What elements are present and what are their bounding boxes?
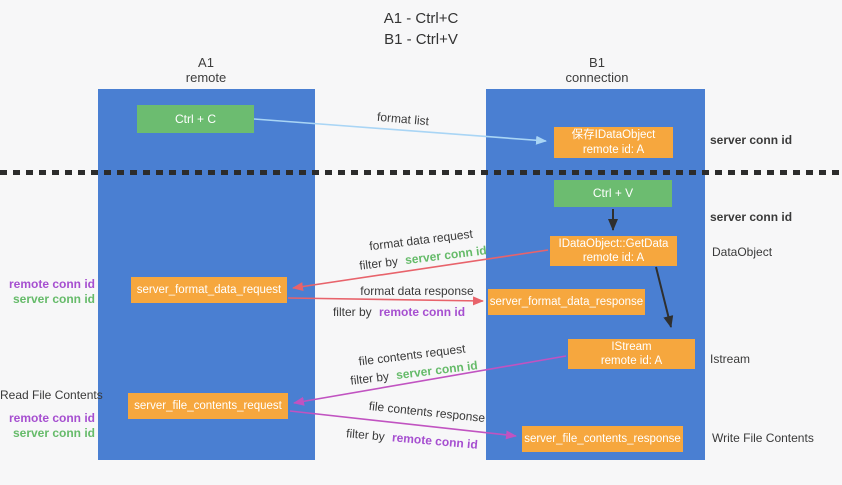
column-a1-name: A1 [198, 55, 214, 70]
column-header-a1: A1 remote [106, 55, 306, 85]
column-b1-role: connection [565, 70, 629, 85]
diagram-title: A1 - Ctrl+C B1 - Ctrl+V [0, 8, 842, 50]
istream-sublabel: remote id: A [600, 355, 663, 367]
dataobject-label: DataObject [712, 245, 773, 259]
dotted-separator-line [0, 170, 842, 175]
getdata-label: IDataObject::GetData [558, 237, 669, 250]
istream-box: IStream remote id: A [568, 339, 695, 369]
arrow-format-data-response [287, 296, 484, 306]
label-filter-remote-conn-1: filter by remote conn id [333, 305, 465, 319]
remote-conn-id-label: remote conn id [8, 411, 95, 425]
format-response-box: server_format_data_response [488, 289, 645, 315]
file-request-label: server_file_contents_request [134, 399, 282, 412]
getdata-box: IDataObject::GetData remote id: A [550, 236, 677, 266]
label-file-contents-response: file contents response [368, 399, 486, 425]
column-b1-name: B1 [589, 55, 605, 70]
file-response-label: server_file_contents_response [524, 432, 681, 445]
format-response-label: server_format_data_response [489, 295, 644, 308]
file-response-box: server_file_contents_response [522, 426, 683, 452]
save-dataobject-box: 保存IDataObject remote id: A [554, 127, 673, 158]
remote-conn-id-label: remote conn id [8, 277, 95, 291]
left-conn-ids-bottom: remote conn id server conn id [0, 411, 95, 441]
save-dataobject-sublabel: remote id: A [582, 143, 645, 156]
right-server-conn-id-1: server conn id [710, 133, 793, 147]
label-format-list: format list [376, 110, 429, 128]
file-contents-response-text: file contents response [368, 398, 486, 426]
format-list-text: format list [376, 109, 430, 129]
save-dataobject-label: 保存IDataObject [571, 129, 656, 142]
ctrl-v-box: Ctrl + V [554, 180, 672, 207]
filter-by-text: filter by [358, 254, 399, 273]
filter-by-text: filter by [345, 426, 386, 444]
server-conn-id-label: server conn id [12, 292, 95, 306]
title-line-2: B1 - Ctrl+V [384, 31, 458, 48]
format-request-label: server_format_data_request [136, 283, 282, 296]
filter-by-text: filter by [332, 305, 372, 319]
remote-conn-id-text: remote conn id [391, 430, 479, 452]
istream-label: IStream [611, 340, 652, 353]
remote-conn-id-text: remote conn id [379, 305, 466, 319]
filter-by-text: filter by [349, 369, 390, 388]
label-filter-remote-conn-2: filter by remote conn id [346, 426, 479, 451]
left-conn-ids-top: remote conn id server conn id [0, 277, 95, 307]
write-file-contents-label: Write File Contents [712, 431, 814, 445]
format-data-response-text: format data response [360, 284, 474, 298]
title-line-1: A1 - Ctrl+C [383, 10, 459, 27]
label-format-data-response: format data response [360, 284, 473, 298]
file-request-box: server_file_contents_request [128, 393, 288, 419]
read-file-contents-label: Read File Contents [0, 388, 103, 403]
ctrl-v-label: Ctrl + V [592, 186, 634, 200]
istream-side-label: Istream [710, 352, 751, 366]
column-a1-role: remote [185, 70, 227, 85]
column-header-b1: B1 connection [497, 55, 697, 85]
read-file-contents-text: Read File Contents [0, 388, 103, 402]
server-conn-id-label: server conn id [12, 426, 95, 440]
ctrl-c-label: Ctrl + C [174, 111, 216, 126]
right-server-conn-id-2: server conn id [710, 210, 793, 224]
format-request-box: server_format_data_request [131, 277, 287, 303]
getdata-sublabel: remote id: A [582, 252, 645, 264]
ctrl-c-box: Ctrl + C [137, 105, 254, 133]
